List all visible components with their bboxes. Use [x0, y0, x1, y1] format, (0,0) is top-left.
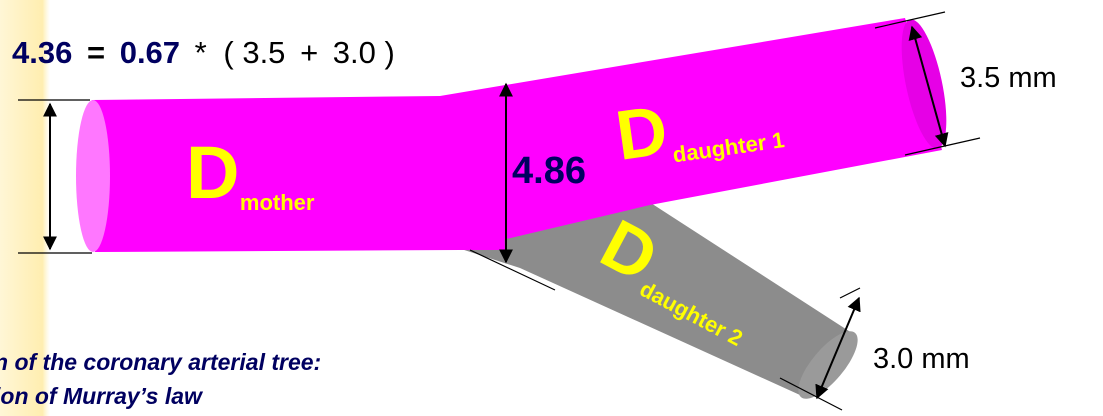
daughter1-vessel [440, 18, 947, 250]
caption-line-2: ion of Murray’s law [0, 383, 204, 409]
mother-vessel [76, 96, 505, 252]
equation-d1: 3.5 [242, 35, 285, 70]
murray-equation: 4.36 = 0.67 * ( 3.5 + 3.0 ) [12, 35, 395, 70]
mother-label: D mother [186, 131, 315, 215]
caption-line-1: n of the coronary arterial tree: [0, 349, 321, 375]
equation-result: 4.36 [12, 35, 72, 70]
equation-coefficient: 0.67 [120, 35, 180, 70]
mother-label-sub: mother [240, 190, 315, 215]
mother-dimension-lines [18, 99, 92, 254]
daughter1-label-d: D [611, 91, 672, 175]
equation-equals: = [87, 35, 105, 70]
daughter2-dimension-lines [779, 287, 861, 411]
daughter1-dimension-label: 3.5 mm [960, 62, 1057, 94]
mother-label-d: D [186, 131, 239, 214]
equation-close-paren: ) [385, 35, 395, 70]
daughter1-dimension-lines [874, 11, 981, 156]
daughter2-dimension-label: 3.0 mm [873, 343, 970, 375]
equation-d2: 3.0 [333, 35, 376, 70]
equation-open-paren: ( [223, 35, 234, 70]
equation-times: * [195, 35, 207, 70]
equation-plus: + [300, 35, 318, 70]
left-background-band [0, 0, 50, 416]
junction-diameter-value: 4.86 [512, 150, 586, 192]
junction-dimension-lines [469, 82, 556, 291]
